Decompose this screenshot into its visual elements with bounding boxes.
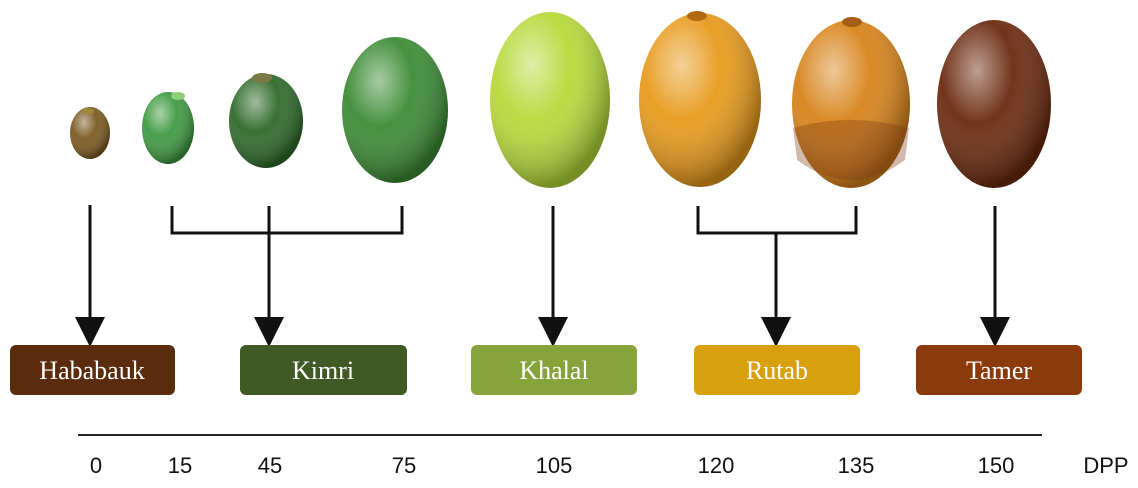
stage-rutab: Rutab — [694, 345, 860, 395]
bracket-rutab — [698, 206, 856, 233]
fruit-khalal — [490, 12, 610, 188]
bracket-kimri — [172, 206, 402, 233]
tick-label-2: 45 — [258, 453, 282, 478]
fruit-hababauk — [70, 107, 110, 159]
stage-khalal-label: Khalal — [519, 356, 588, 385]
fruit-row — [70, 11, 1051, 188]
tick-label-3: 75 — [392, 453, 416, 478]
stage-kimri: Kimri — [240, 345, 407, 395]
stage-labels: Hababauk Kimri Khalal Rutab Tamer — [10, 345, 1082, 395]
stage-kimri-label: Kimri — [292, 356, 354, 385]
fruit-kimri-2 — [229, 73, 303, 168]
tick-label-5: 120 — [698, 453, 735, 478]
tick-label-7: 150 — [978, 453, 1015, 478]
stage-rutab-label: Rutab — [746, 356, 808, 385]
stage-hababauk: Hababauk — [10, 345, 175, 395]
stage-hababauk-label: Hababauk — [39, 356, 144, 385]
fruit-tamer — [937, 20, 1051, 188]
axis-unit-label: DPP — [1083, 453, 1128, 478]
connectors — [90, 205, 995, 332]
stage-khalal: Khalal — [471, 345, 637, 395]
fruit-kimri-3 — [342, 37, 448, 183]
fruit-rutab-2 — [792, 17, 910, 188]
tick-label-4: 105 — [536, 453, 573, 478]
tick-label-0: 0 — [90, 453, 102, 478]
timeline-axis: 0 15 45 75 105 120 135 150 DPP — [78, 435, 1129, 478]
fruit-rutab-1 — [639, 11, 761, 187]
tick-label-1: 15 — [168, 453, 192, 478]
stage-tamer: Tamer — [916, 345, 1082, 395]
tick-label-6: 135 — [838, 453, 875, 478]
fruit-kimri-1 — [142, 92, 194, 164]
stage-tamer-label: Tamer — [966, 356, 1032, 385]
